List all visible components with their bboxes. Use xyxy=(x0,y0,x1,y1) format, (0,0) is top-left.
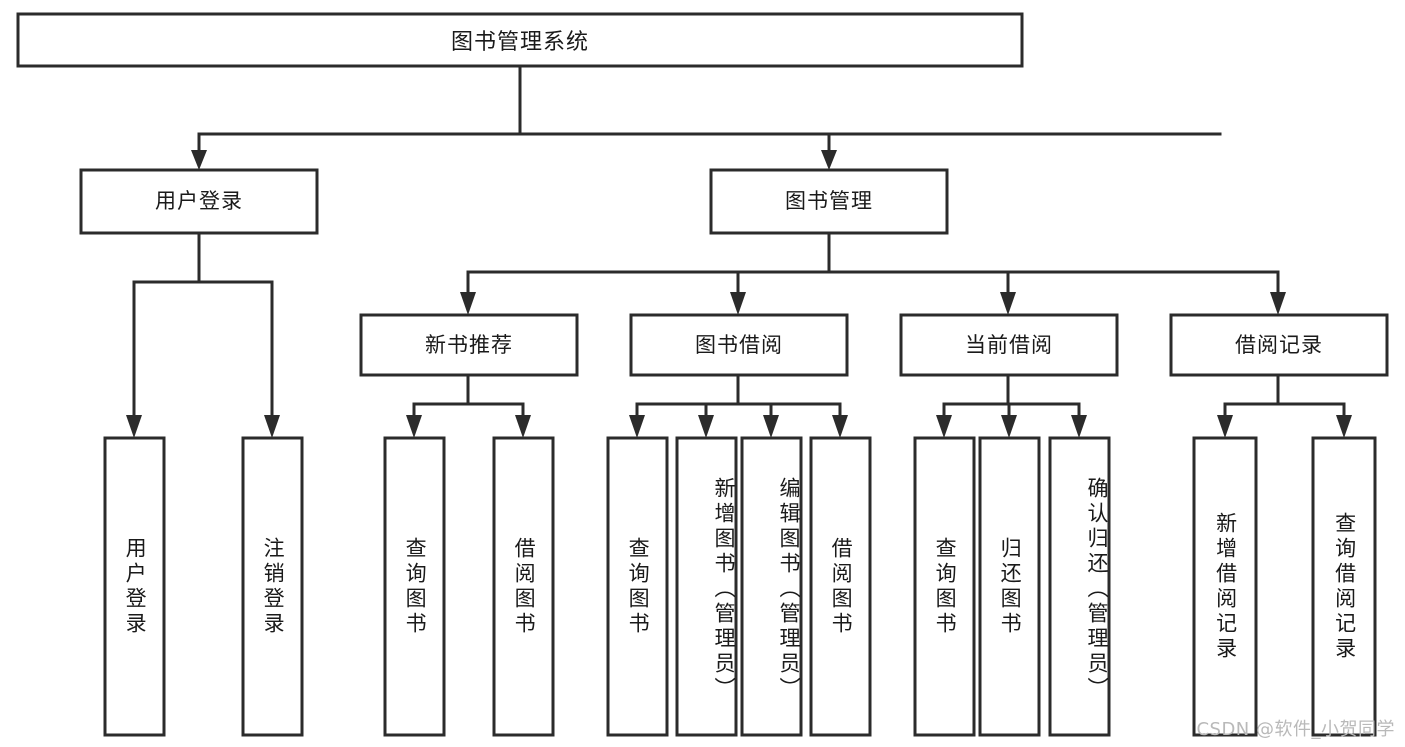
connector-book-borrow-to-leaves xyxy=(629,373,848,438)
node-book-borrow[interactable] xyxy=(629,313,849,377)
node-leaf-query-record[interactable] xyxy=(1311,436,1377,737)
node-leaf-borrow-book-1[interactable] xyxy=(492,436,555,737)
node-leaf-add-record[interactable] xyxy=(1192,436,1258,737)
node-borrow-record[interactable] xyxy=(1169,313,1389,377)
node-leaf-query-book-1[interactable] xyxy=(383,436,446,737)
node-user-login[interactable] xyxy=(79,168,319,235)
connector-new-book-recommend-to-leaves xyxy=(406,373,531,438)
node-leaf-return-book[interactable] xyxy=(978,436,1041,737)
node-leaf-confirm-return[interactable] xyxy=(1048,436,1111,737)
watermark-text: CSDN @软件_小贺同学 xyxy=(1196,719,1395,740)
node-leaf-logout-login[interactable] xyxy=(241,436,304,737)
node-leaf-query-book-2[interactable] xyxy=(606,436,669,737)
connector-current-borrow-to-leaves xyxy=(936,373,1087,438)
connector-root-to-level2 xyxy=(191,64,1222,170)
node-current-borrow[interactable] xyxy=(899,313,1119,377)
node-leaf-borrow-book-2[interactable] xyxy=(809,436,872,737)
node-leaf-edit-book[interactable] xyxy=(740,436,803,737)
node-leaf-query-book-3[interactable] xyxy=(913,436,976,737)
node-book-management[interactable] xyxy=(709,168,949,235)
node-leaf-user-login[interactable] xyxy=(103,436,166,737)
node-new-book-recommend[interactable] xyxy=(359,313,579,377)
connector-user-login-to-leaves xyxy=(126,231,280,438)
connector-book-management-to-level3 xyxy=(460,231,1286,315)
node-leaf-add-book[interactable] xyxy=(675,436,738,737)
node-root[interactable] xyxy=(16,12,1024,68)
connector-borrow-record-to-leaves xyxy=(1217,373,1352,438)
